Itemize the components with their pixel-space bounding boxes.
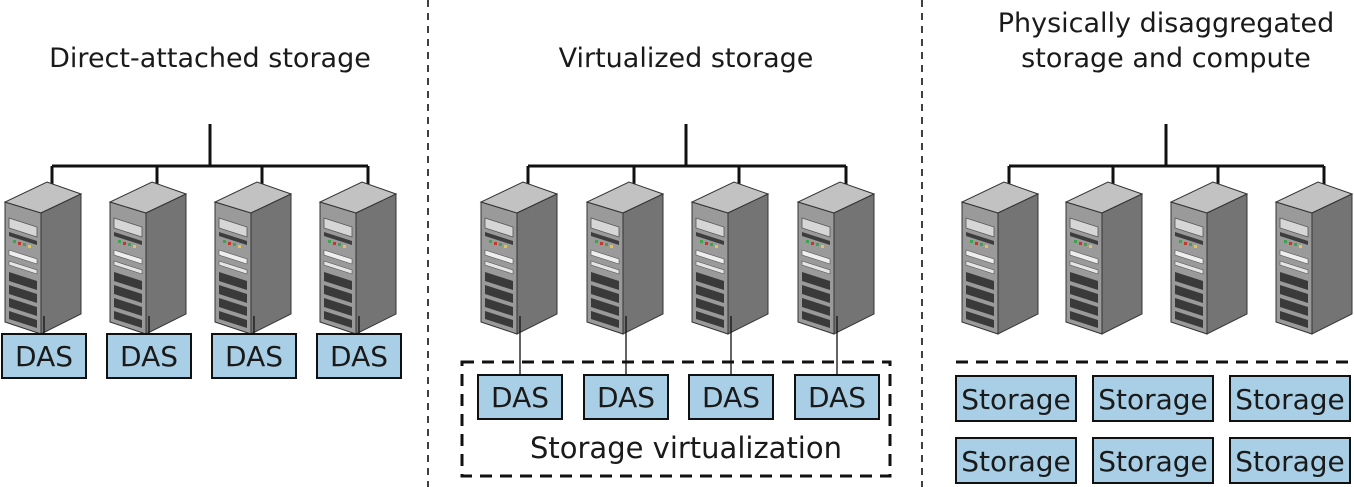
storage-box: Storage [1229, 375, 1351, 422]
das-box: DAS [794, 374, 880, 420]
svg-text:DAS: DAS [120, 340, 178, 373]
svg-text:Storage: Storage [1235, 383, 1345, 416]
network-tree [1007, 124, 1326, 200]
das-box: DAS [106, 333, 192, 379]
svg-text:DAS: DAS [597, 381, 655, 414]
svg-text:Storage: Storage [1098, 383, 1208, 416]
svg-text:Storage: Storage [961, 383, 1071, 416]
panel-direct-attached: Direct-attached storage DAS DAS DAS [1, 43, 402, 379]
storage-box: Storage [955, 437, 1077, 484]
server-tower-icon [319, 181, 397, 335]
das-box: DAS [688, 374, 774, 420]
panel-virtualized: Virtualized storage DAS DAS DAS [460, 43, 892, 478]
panel-title: Direct-attached storage [49, 43, 371, 74]
server-tower-icon [586, 181, 664, 335]
server-tower-icon [797, 181, 875, 335]
server-tower-icon [1065, 181, 1143, 335]
svg-text:DAS: DAS [491, 381, 549, 414]
server-tower-icon [214, 181, 292, 335]
server-tower-icon [109, 181, 187, 335]
storage-virtualization-group [460, 360, 892, 478]
storage-box: Storage [1229, 437, 1351, 484]
panel-title: storage and compute [1021, 43, 1311, 74]
svg-text:DAS: DAS [808, 381, 866, 414]
svg-text:DAS: DAS [225, 340, 283, 373]
panel-title: Virtualized storage [559, 43, 814, 74]
server-tower-icon [4, 181, 82, 335]
svg-text:DAS: DAS [330, 340, 388, 373]
storage-box: Storage [1092, 375, 1214, 422]
svg-text:Storage: Storage [1098, 445, 1208, 478]
storage-box: Storage [955, 375, 1077, 422]
svg-text:DAS: DAS [15, 340, 73, 373]
das-box: DAS [477, 374, 563, 420]
server-tower-icon [480, 181, 558, 335]
network-tree [50, 124, 370, 200]
network-tree [526, 124, 848, 200]
server-tower-icon [961, 181, 1039, 335]
storage-virtualization-label: Storage virtualization [530, 431, 842, 465]
svg-text:Storage: Storage [961, 445, 1071, 478]
server-tower-icon [1275, 181, 1353, 335]
das-box: DAS [316, 333, 402, 379]
server-tower-icon [1170, 181, 1248, 335]
server-tower-icon [691, 181, 769, 335]
svg-text:Storage: Storage [1235, 445, 1345, 478]
das-box: DAS [1, 333, 87, 379]
panel-title: Physically disaggregated [998, 8, 1335, 39]
das-box: DAS [211, 333, 297, 379]
svg-text:DAS: DAS [702, 381, 760, 414]
das-box: DAS [583, 374, 669, 420]
storage-box: Storage [1092, 437, 1214, 484]
panel-disaggregated: Physically disaggregated storage and com… [955, 8, 1353, 484]
